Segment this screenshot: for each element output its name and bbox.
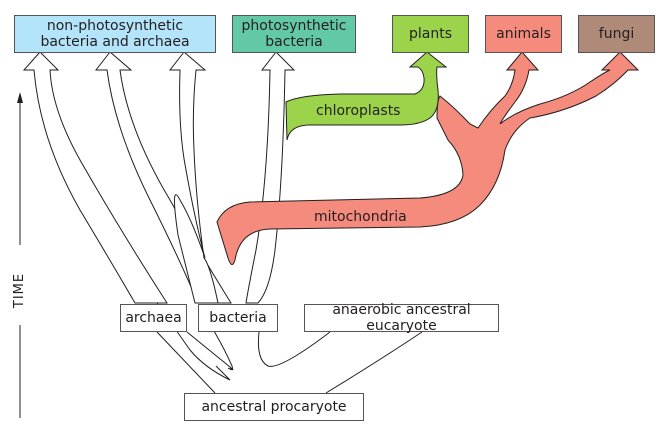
mitochondria-stream [216, 51, 640, 265]
box-fungi: fungi [578, 15, 655, 53]
time-label-text: TIME [12, 272, 28, 308]
box-label: photosynthetic [241, 18, 347, 34]
box-label: plants [408, 26, 452, 42]
box-label: animals [496, 26, 551, 42]
arrow-nonphoto-3 [168, 51, 219, 304]
node-bacteria: bacteria [198, 304, 278, 332]
arrow-nonphoto-1 [22, 51, 168, 304]
lineage-line [156, 302, 231, 381]
box-label: bacteria and archaea [40, 34, 190, 50]
box-photosynthetic: photosynthetic bacteria [232, 15, 356, 53]
node-anaerobic-eucaryote: anaerobic ancestral eucaryote [304, 302, 499, 334]
node-archaea: archaea [120, 304, 187, 332]
box-animals: animals [485, 15, 562, 53]
mitochondria-label: mitochondria [314, 209, 407, 225]
time-arrow-icon [17, 92, 23, 103]
box-nonphotosynthetic: non-photosynthetic bacteria and archaea [14, 15, 216, 53]
box-label: non-photosynthetic [46, 18, 184, 34]
time-axis-label: TIME [8, 265, 32, 315]
lineage-line [257, 331, 331, 367]
box-label: bacteria [265, 34, 323, 50]
node-label: ancestral procaryote [201, 399, 347, 415]
chloroplasts-stream [285, 51, 448, 141]
time-axis [17, 92, 23, 418]
node-label: archaea [125, 310, 182, 326]
box-label: fungi [598, 26, 635, 42]
chloroplasts-label: chloroplasts [316, 103, 400, 119]
lineage-line [156, 331, 216, 394]
lineage-line [325, 331, 423, 394]
arrow-photosynthetic [245, 51, 296, 304]
node-label: bacteria [209, 310, 267, 326]
node-label: anaerobic ancestral eucaryote [332, 302, 471, 334]
node-ancestral-procaryote: ancestral procaryote [184, 393, 364, 421]
lineage-line [186, 331, 234, 371]
box-plants: plants [392, 15, 469, 53]
lineage-line [213, 330, 233, 371]
